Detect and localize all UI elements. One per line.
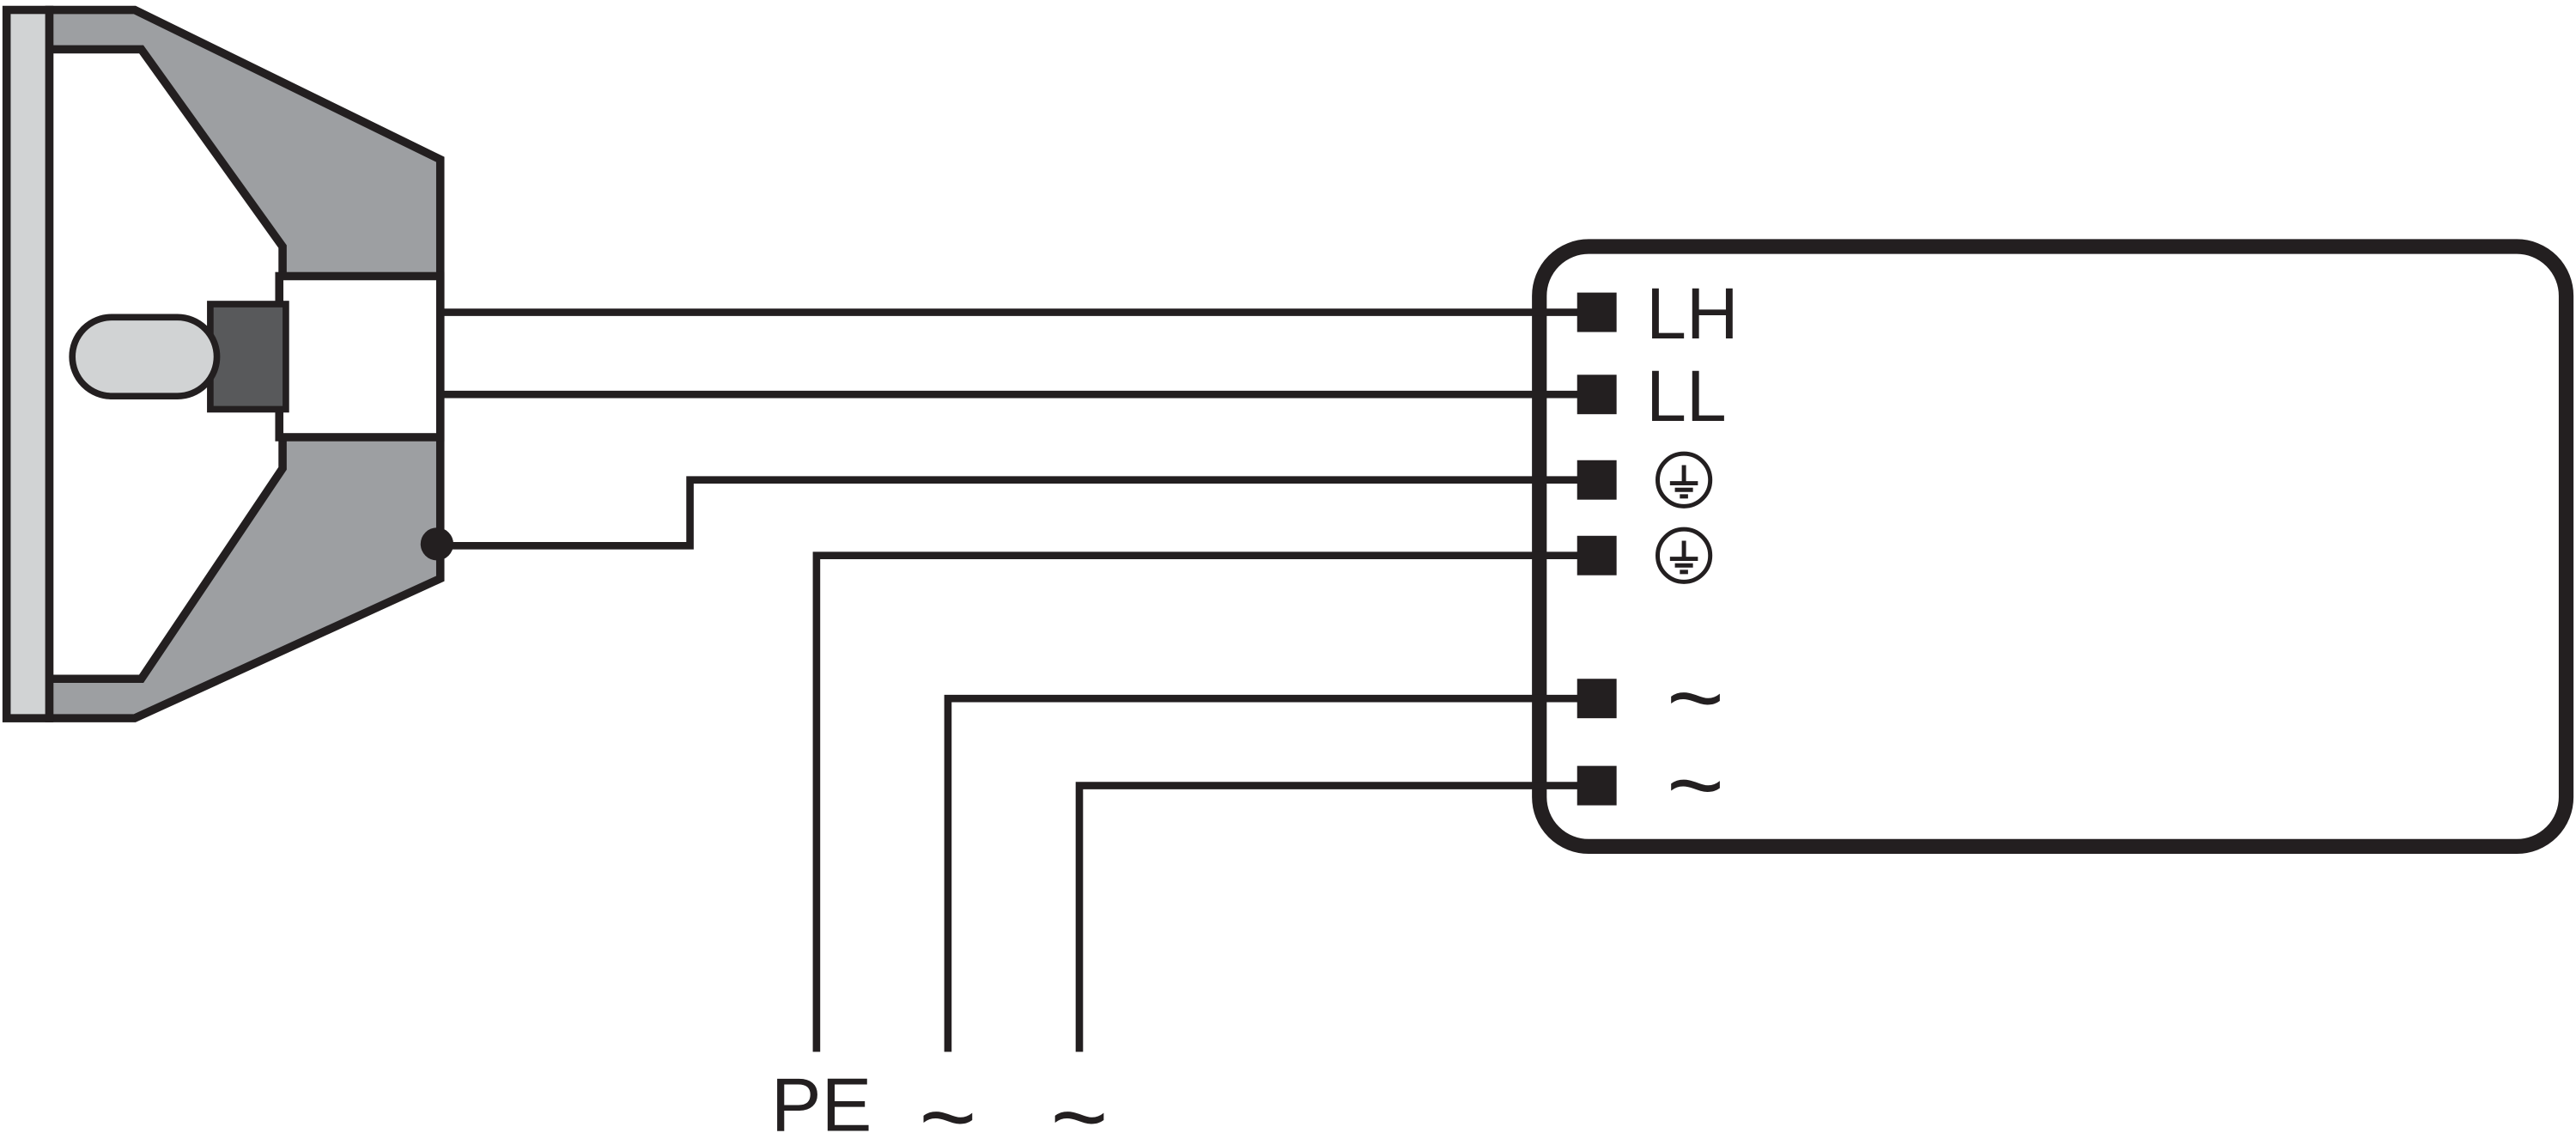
terminal-label-ac-1: ~ — [1667, 643, 1724, 752]
control-gear-box — [1532, 239, 2574, 854]
terminal-label-ll: LL — [1646, 356, 1727, 436]
protective-earth-icon — [1655, 527, 1713, 584]
terminal-square-ac-2 — [1577, 765, 1617, 806]
terminal-square-lh — [1577, 292, 1617, 332]
lamp-front-glass — [2, 5, 54, 722]
wire-ac-1 — [944, 694, 1586, 1052]
terminal-label-lh: LH — [1646, 273, 1739, 354]
terminal-square-ll — [1577, 375, 1617, 415]
terminal-label-ac-2: ~ — [1667, 730, 1724, 840]
lamp-socket-opening — [275, 271, 445, 442]
terminal-labels: LH LL ~ ~ — [1646, 273, 1739, 840]
wire-pe — [812, 551, 1586, 1052]
pe-label: PE — [771, 1062, 872, 1139]
wire-ac-2 — [1075, 782, 1586, 1052]
ac-input-label-2: ~ — [1050, 1062, 1108, 1139]
mains-input-labels: PE ~ ~ — [771, 1062, 1109, 1139]
bulb-capsule — [69, 314, 221, 399]
terminals — [1577, 292, 1617, 806]
wires — [420, 308, 1586, 1052]
bulb-base — [207, 301, 289, 413]
junction-dot — [420, 527, 454, 561]
protective-earth-icon — [1655, 451, 1713, 509]
lamp — [2, 5, 445, 722]
ac-input-label-1: ~ — [919, 1062, 976, 1139]
terminal-square-earth-2 — [1577, 535, 1617, 576]
wire-lamp-earth — [436, 476, 1586, 550]
terminal-square-earth-1 — [1577, 460, 1617, 500]
terminal-square-ac-1 — [1577, 679, 1617, 719]
